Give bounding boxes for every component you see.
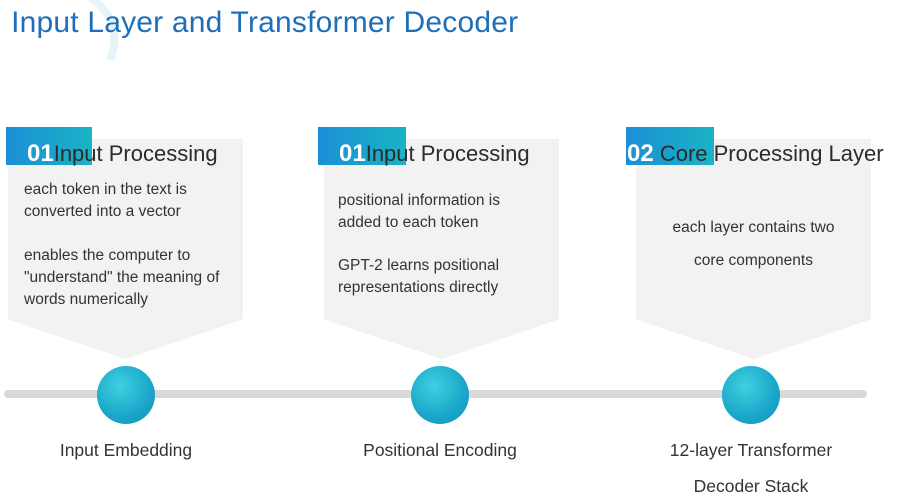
step-2-text-1: positional information is added to each … bbox=[338, 192, 500, 231]
step-3-label-line-1: 12-layer Transformer bbox=[669, 440, 833, 460]
step-3-marker bbox=[722, 366, 780, 424]
decorative-arc bbox=[87, 0, 119, 62]
step-2-card: positional information is added to each … bbox=[324, 139, 559, 359]
step-1-label: Input Embedding bbox=[59, 440, 193, 460]
step-1-number: 01 bbox=[27, 140, 54, 167]
step-1-badge bbox=[6, 127, 92, 165]
step-3-heading: 02 Core Processing Layer bbox=[627, 140, 884, 168]
step-2-text-2: GPT-2 learns positional representations … bbox=[338, 257, 500, 296]
step-2-label: Positional Encoding bbox=[363, 440, 517, 460]
step-3-text-2: core components bbox=[694, 252, 813, 269]
step-1-marker bbox=[97, 366, 155, 424]
page-title: . Input Layer and Transformer Decoder bbox=[0, 6, 519, 39]
step-2-badge bbox=[318, 127, 406, 165]
step-1-card: each token in the text is converted into… bbox=[8, 139, 243, 359]
step-1-title: Input Processing bbox=[53, 141, 218, 166]
step-3-text-1: each layer contains two bbox=[672, 219, 835, 236]
step-2-marker bbox=[411, 366, 469, 424]
step-3-card: each layer contains two core components bbox=[636, 139, 871, 359]
step-3-badge bbox=[626, 127, 714, 165]
step-1-heading: 01Input Processing bbox=[27, 140, 218, 168]
step-3-number: 02 bbox=[627, 140, 654, 167]
step-1-text-1: each token in the text is converted into… bbox=[24, 181, 187, 220]
step-3-title: Core Processing Layer bbox=[653, 141, 884, 166]
step-1-text-2: enables the computer to "understand" the… bbox=[24, 247, 220, 308]
step-2-heading: 01Input Processing bbox=[339, 140, 530, 168]
step-2-title: Input Processing bbox=[365, 141, 530, 166]
step-2-number: 01 bbox=[339, 140, 366, 167]
step-3-label-line-2: Decoder Stack bbox=[693, 476, 809, 496]
